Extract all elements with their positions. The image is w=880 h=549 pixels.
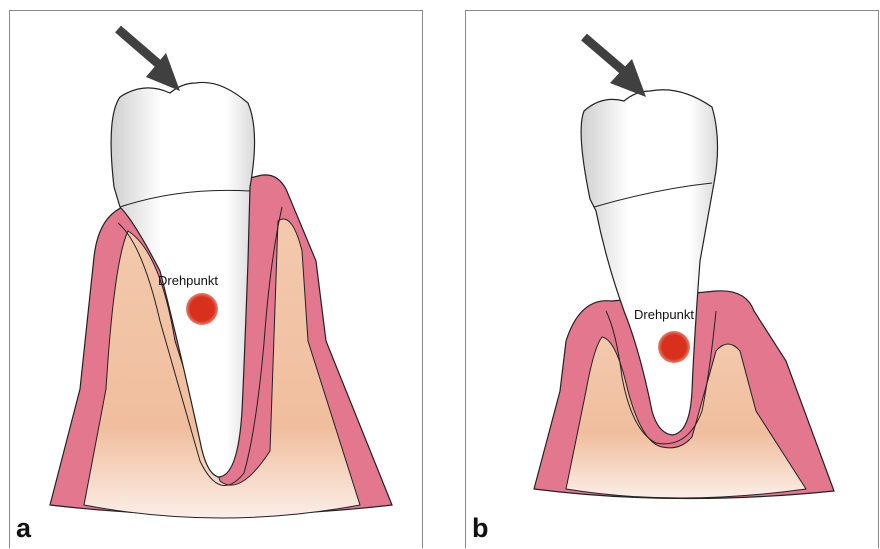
pivot-point bbox=[658, 331, 690, 363]
pivot-label: Drehpunkt bbox=[634, 307, 694, 322]
panel-a: Drehpunkt a bbox=[9, 10, 423, 548]
panel-label: a bbox=[16, 515, 31, 542]
panel-b-illustration: Drehpunkt bbox=[466, 11, 880, 549]
panel-a-illustration: Drehpunkt bbox=[10, 11, 424, 549]
force-arrow-icon bbox=[584, 37, 646, 97]
pivot-label: Drehpunkt bbox=[158, 273, 218, 288]
force-arrow-icon bbox=[118, 29, 180, 91]
panel-label: b bbox=[472, 515, 489, 542]
pivot-point bbox=[186, 293, 218, 325]
panel-b: Drehpunkt b bbox=[465, 10, 879, 548]
